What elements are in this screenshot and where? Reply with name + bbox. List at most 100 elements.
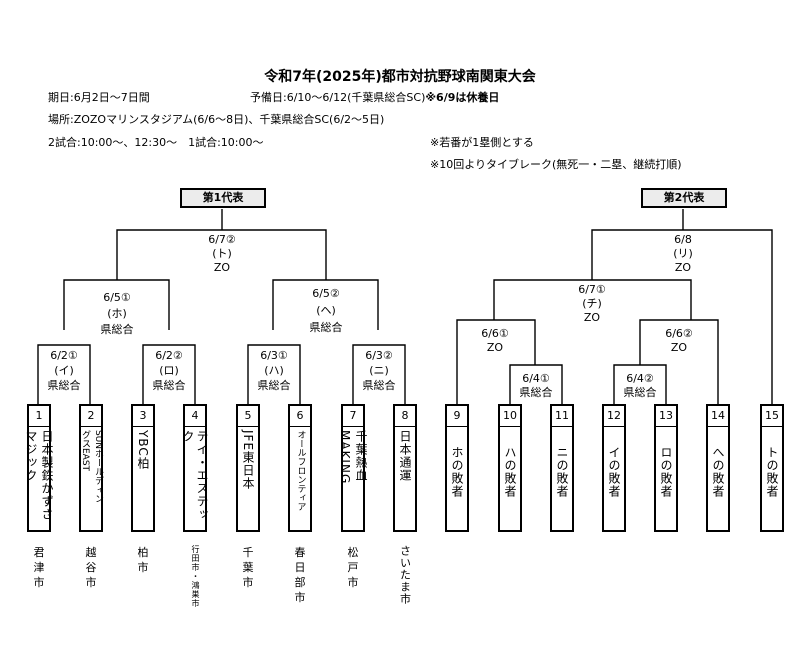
team-city-2: 越 谷 市 bbox=[79, 545, 103, 590]
note-first-base: ※若番が1塁側とする bbox=[430, 136, 534, 149]
game-ho: 6/5① (ホ) 県総合 bbox=[82, 290, 152, 338]
team-city-8: さいたま市 bbox=[393, 545, 417, 605]
game-venue: 県総合 bbox=[309, 321, 343, 334]
game-0606-2: 6/6② ZO bbox=[649, 327, 709, 355]
rest-day-note: ※6/9は休養日 bbox=[425, 91, 500, 104]
city-char: 柏 bbox=[137, 546, 149, 559]
game-venue: ZO bbox=[583, 311, 601, 324]
team-box-4: 4 テイ・エステック bbox=[181, 404, 209, 532]
team-name: JFE東日本 bbox=[238, 430, 258, 526]
city-char: 日 bbox=[294, 561, 306, 574]
team-box-10: 10 ハの敗者 bbox=[498, 404, 522, 532]
team-name: ニの敗者 bbox=[552, 446, 572, 526]
game-venue: ZO bbox=[670, 341, 688, 354]
team-number: 5 bbox=[238, 406, 258, 427]
team-name-line: オールフロンティア bbox=[295, 430, 306, 511]
city-char: 市 bbox=[137, 561, 149, 574]
game-he: 6/5② (ヘ) 県総合 bbox=[291, 285, 361, 336]
team-number: 10 bbox=[500, 406, 520, 427]
team-name-line: グスEAST bbox=[80, 430, 90, 472]
city-char: 市 bbox=[294, 591, 306, 604]
first-representative-banner: 第1代表 bbox=[180, 188, 266, 208]
team-number: 3 bbox=[133, 406, 153, 427]
team-number: 13 bbox=[656, 406, 676, 427]
game-code: (ロ) bbox=[159, 364, 179, 377]
team-box-11: 11 ニの敗者 bbox=[550, 404, 574, 532]
game-ha: 6/3① (ハ) 県総合 bbox=[239, 348, 309, 393]
team-number: 2 bbox=[81, 406, 101, 427]
city-char: 市 bbox=[347, 576, 359, 589]
team-box-7: 7 千葉熱血 MAKING bbox=[338, 404, 368, 532]
team-name: 日本製鉄かずさ マジック bbox=[24, 430, 54, 526]
game-venue: ZO bbox=[213, 261, 231, 274]
city-char: 君 bbox=[33, 546, 45, 559]
team-name: イの敗者 bbox=[604, 446, 624, 526]
game-code: (リ) bbox=[673, 247, 693, 260]
game-date: 6/4② bbox=[626, 372, 654, 385]
team-name-line: SUNホールディン bbox=[93, 430, 103, 504]
game-final-1: 6/7② (ト) ZO bbox=[192, 233, 252, 275]
reserve-days: 予備日:6/10～6/12(千葉県総合SC)※6/9は休養日 bbox=[250, 89, 499, 105]
period-text: 期日:6月2日～7日間 bbox=[48, 91, 150, 104]
team-number: 8 bbox=[395, 406, 415, 427]
team-box-14: 14 への敗者 bbox=[706, 404, 730, 532]
team-name-line: ホの敗者 bbox=[450, 446, 464, 498]
team-name-line: 千葉熱血 bbox=[354, 430, 368, 482]
game-venue: 県総合 bbox=[100, 323, 134, 336]
team-box-5: 5 JFE東日本 bbox=[236, 404, 260, 532]
game-venue: 県総合 bbox=[362, 379, 396, 392]
game-chi: 6/7① (チ) ZO bbox=[557, 283, 627, 325]
team-number: 7 bbox=[343, 406, 363, 427]
team-number: 14 bbox=[708, 406, 728, 427]
team-box-8: 8 日本通運 bbox=[393, 404, 417, 532]
city-char: 葉 bbox=[242, 561, 254, 574]
game-venue: 県総合 bbox=[257, 379, 291, 392]
game-ro: 6/2② (ロ) 県総合 bbox=[134, 348, 204, 393]
team-number: 1 bbox=[29, 406, 49, 427]
team-name: 千葉熱血 MAKING bbox=[338, 430, 368, 526]
city-char: 越 bbox=[85, 546, 97, 559]
team-name-line: 日本通運 bbox=[398, 430, 412, 482]
team-name-line: 日本製鉄かずさ bbox=[40, 430, 54, 521]
team-name: への敗者 bbox=[708, 446, 728, 526]
game-venue: ZO bbox=[486, 341, 504, 354]
city-char: 春 bbox=[294, 546, 306, 559]
team-number: 6 bbox=[290, 406, 310, 427]
team-name-line: JFE東日本 bbox=[241, 430, 255, 491]
team-box-2: 2 SUNホールディン グスEAST bbox=[79, 404, 103, 532]
reserve-days-text: 予備日:6/10～6/12(千葉県総合SC) bbox=[250, 91, 426, 104]
team-name: 日本通運 bbox=[395, 430, 415, 526]
city-char: 谷 bbox=[85, 561, 97, 574]
city-char: 松 bbox=[347, 546, 359, 559]
game-code: (ニ) bbox=[369, 364, 389, 377]
team-name-line: MAKING bbox=[338, 430, 352, 485]
game-date: 6/2② bbox=[155, 349, 183, 362]
game-code: (ハ) bbox=[264, 364, 284, 377]
team-name: トの敗者 bbox=[762, 446, 782, 526]
team-box-15: 15 トの敗者 bbox=[760, 404, 784, 532]
team-name-line: YBC柏 bbox=[136, 430, 150, 470]
game-ni: 6/3② (ニ) 県総合 bbox=[344, 348, 414, 393]
game-date: 6/3① bbox=[260, 349, 288, 362]
game-date: 6/5② bbox=[312, 287, 340, 300]
team-name-line: マジック bbox=[24, 430, 38, 482]
team-box-3: 3 YBC柏 bbox=[131, 404, 155, 532]
team-city-3: 柏 市 bbox=[131, 545, 155, 575]
game-code: (チ) bbox=[582, 297, 602, 310]
game-date: 6/2① bbox=[50, 349, 78, 362]
game-code: (イ) bbox=[54, 364, 74, 377]
team-box-1: 1 日本製鉄かずさ マジック bbox=[24, 404, 54, 532]
city-char: 戸 bbox=[347, 561, 359, 574]
team-name: テイ・エステック bbox=[181, 430, 209, 526]
game-0604-1: 6/4① 県総合 bbox=[506, 372, 566, 400]
team-city-1: 君 津 市 bbox=[27, 545, 51, 590]
game-venue: ZO bbox=[674, 261, 692, 274]
team-box-13: 13 ロの敗者 bbox=[654, 404, 678, 532]
game-venue: 県総合 bbox=[152, 379, 186, 392]
game-venue: 県総合 bbox=[47, 379, 81, 392]
team-name-line: ロの敗者 bbox=[659, 446, 673, 498]
team-city-4: 行田市・鴻巣市 bbox=[183, 545, 207, 608]
team-box-9: 9 ホの敗者 bbox=[445, 404, 469, 532]
city-char: 津 bbox=[33, 561, 45, 574]
